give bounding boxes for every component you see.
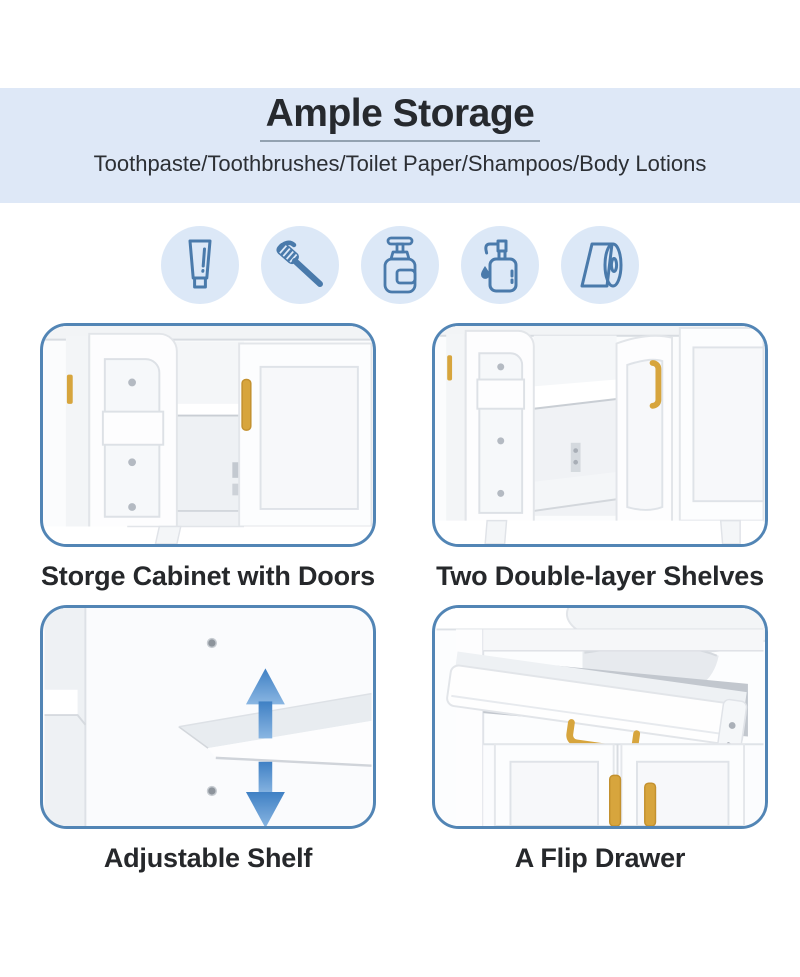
toothpaste-tube-icon [161, 226, 239, 304]
feature-photo-adjustable-shelf [40, 605, 376, 829]
feature-caption-double-layer-shelves: Two Double-layer Shelves [436, 561, 764, 591]
feature-caption-adjustable-shelf: Adjustable Shelf [103, 843, 313, 873]
storage-items-icon-row [0, 226, 800, 304]
toilet-paper-roll-icon [561, 226, 639, 304]
page-title: Ample Storage [259, 93, 541, 142]
toothbrush-icon [261, 226, 339, 304]
shampoo-pump-bottle-icon [361, 226, 439, 304]
page-subtitle: Toothpaste/Toothbrushes/Toilet Paper/Sha… [93, 150, 707, 176]
feature-photo-storage-cabinet [40, 323, 376, 547]
feature-photo-double-layer-shelves [432, 323, 768, 547]
feature-caption-flip-drawer: A Flip Drawer [514, 843, 686, 873]
feature-photo-flip-drawer [432, 605, 768, 829]
flip-drawer-illustration [436, 608, 765, 826]
soap-dispenser-icon [461, 226, 539, 304]
header-band: Ample Storage Toothpaste/Toothbrushes/To… [0, 88, 800, 203]
cabinet-shelves-illustration [436, 326, 765, 544]
feature-caption-storage-cabinet: Storge Cabinet with Doors [40, 561, 376, 591]
cabinet-open-door-illustration [44, 326, 373, 544]
adjustable-shelf-illustration [44, 608, 372, 826]
